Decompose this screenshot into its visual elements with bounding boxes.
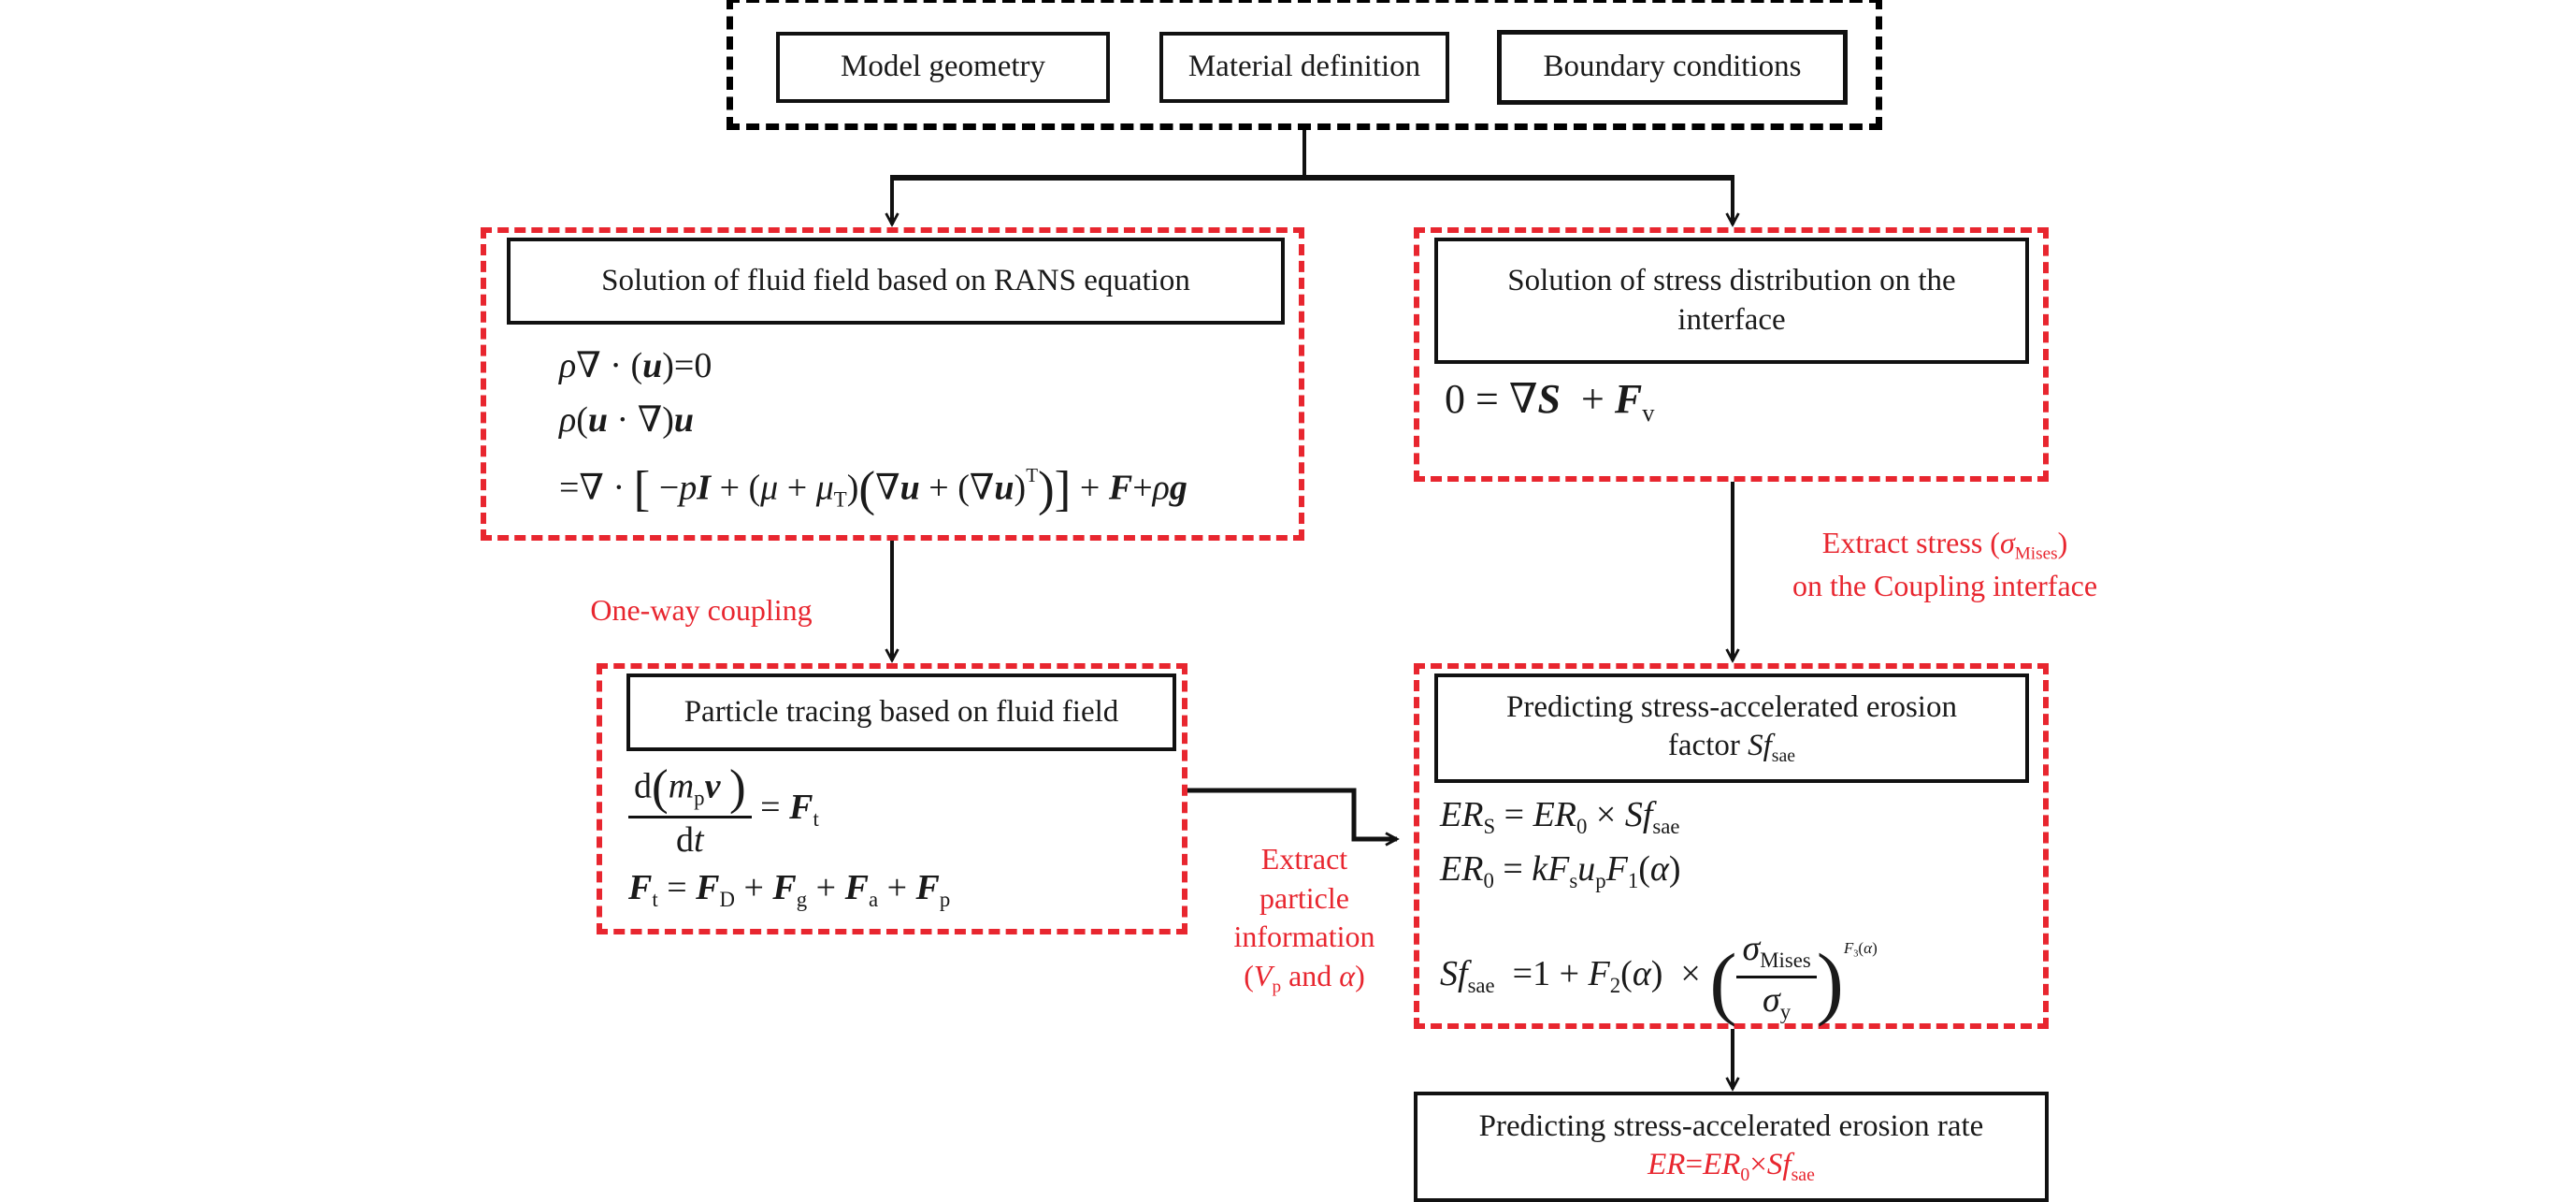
extract-particle-line2: particle [1259, 880, 1349, 915]
factor-title-box: Predicting stress-accelerated erosion fa… [1434, 673, 2029, 783]
inputs-group [727, 0, 1882, 130]
stress-equation: 0 = ∇S + Fv [1445, 376, 1655, 427]
stress-title-box: Solution of stress distribution on the i… [1434, 238, 2029, 364]
particle-equation-motion: d(mpv ) dt = Ft [628, 762, 819, 858]
extract-particle-line1: Extract [1260, 842, 1348, 876]
fluid-group [481, 227, 1304, 541]
fluid-equation-continuity: ρ∇ · (u)=0 [559, 346, 712, 385]
extract-stress-line1: Extract stress (σMises) [1821, 526, 2068, 564]
extract-stress-label: Extract stress (σMises) on the Coupling … [1753, 524, 2137, 605]
one-way-coupling-label: One-way coupling [590, 593, 813, 627]
boundary-conditions-box: Boundary conditions [1497, 30, 1848, 105]
model-geometry-box: Model geometry [776, 32, 1110, 103]
split-connector [890, 130, 1734, 224]
extract-stress-line2: on the Coupling interface [1792, 568, 2098, 602]
factor-equation-ers: ERS = ER0 × Sfsae [1440, 795, 1680, 838]
result-box: Predicting stress-accelerated erosion ra… [1414, 1092, 2049, 1202]
particle-equation-forces: Ft = FD + Fg + Fa + Fp [628, 868, 951, 911]
material-definition-box: Material definition [1159, 32, 1449, 103]
fluid-title-box: Solution of fluid field based on RANS eq… [507, 238, 1285, 325]
factor-title-line1: Predicting stress-accelerated erosion [1506, 690, 1957, 725]
model-geometry-label: Model geometry [840, 50, 1046, 84]
boundary-conditions-label: Boundary conditions [1543, 50, 1802, 84]
factor-equation-er0: ER0 = kFsupF1(α) [1440, 849, 1681, 892]
extract-particle-line3: information [1233, 920, 1375, 954]
fluid-title: Solution of fluid field based on RANS eq… [601, 263, 1190, 297]
arrow-particle-to-factor [1187, 788, 1397, 839]
stress-group [1414, 227, 2049, 482]
particle-title-box: Particle tracing based on fluid field [626, 673, 1176, 751]
extract-particle-line4: (Vp and α) [1244, 958, 1365, 997]
fluid-equation-momentum-lhs: ρ(u · ∇)u [559, 400, 695, 440]
result-title: Predicting stress-accelerated erosion ra… [1478, 1108, 1984, 1143]
extract-particle-label: Extract particle information (Vp and α) [1211, 840, 1398, 999]
stress-title: Solution of stress distribution on the i… [1507, 264, 1956, 337]
factor-title-line2: factor Sfsae [1667, 729, 1796, 767]
result-formula: ER=ER0×Sfsae [1648, 1147, 1815, 1185]
particle-group [597, 663, 1187, 934]
fluid-equation-momentum-rhs: =∇ · [ −pI + (μ + μT)(∇u + (∇u)T)] + F+ρ… [559, 461, 1187, 516]
material-definition-label: Material definition [1187, 50, 1421, 84]
particle-title: Particle tracing based on fluid field [684, 694, 1119, 729]
factor-group [1414, 663, 2049, 1029]
